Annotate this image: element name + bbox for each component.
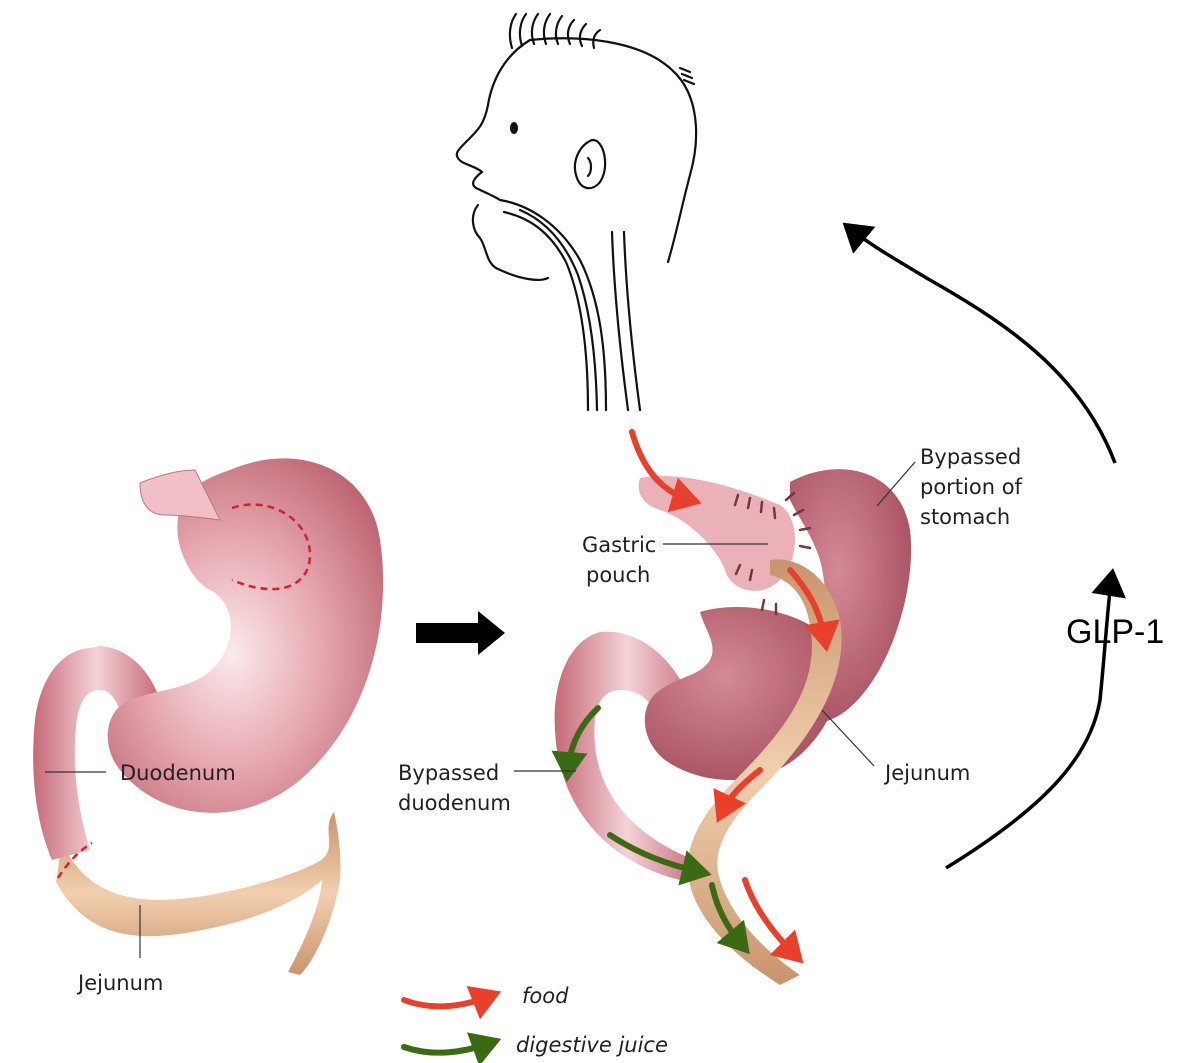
legend-food-label: food xyxy=(522,984,569,1008)
glp1-arrow-upper xyxy=(848,227,1115,463)
label-left-jejunum: Jejunum xyxy=(76,971,163,995)
legend-digestive-juice-label: digestive juice xyxy=(516,1033,668,1057)
label-gastric-pouch-line2: pouch xyxy=(586,563,650,587)
label-bypassed-duodenum-line1: Bypassed xyxy=(398,761,499,785)
transition-arrow xyxy=(416,611,505,655)
leader-line-right-jejunum xyxy=(822,710,874,766)
label-bypassed-duodenum-line2: duodenum xyxy=(398,791,511,815)
label-bypassed-stomach-line3: stomach xyxy=(920,505,1010,529)
left-jejunum-tube xyxy=(56,812,341,975)
label-gastric-pouch-line1: Gastric xyxy=(582,533,656,557)
label-bypassed-stomach-line1: Bypassed xyxy=(920,445,1021,469)
legend-digestive-juice-arrow xyxy=(404,1043,490,1053)
left-stomach-body xyxy=(108,458,383,812)
label-glp1: GLP-1 xyxy=(1066,613,1164,651)
normal-stomach xyxy=(33,458,383,975)
head-outline-drawing xyxy=(457,14,696,410)
bypass-stomach xyxy=(555,432,911,985)
legend: food digestive juice xyxy=(404,984,668,1057)
label-bypassed-stomach-line2: portion of xyxy=(920,475,1023,499)
left-esophagus-stub xyxy=(140,470,220,520)
legend-food-arrow xyxy=(404,996,490,1006)
label-right-jejunum: Jejunum xyxy=(883,761,970,785)
label-duodenum: Duodenum xyxy=(120,761,236,785)
